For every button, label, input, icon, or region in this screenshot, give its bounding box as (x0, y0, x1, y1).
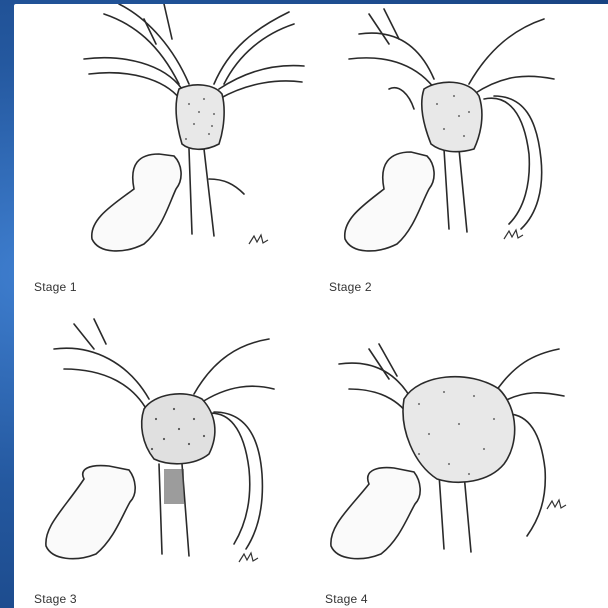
artist-signature (239, 553, 258, 562)
artist-signature (249, 235, 268, 244)
stage-4-illustration (319, 304, 608, 584)
stage-3-label: Stage 3 (34, 592, 77, 606)
stage-4-label: Stage 4 (325, 592, 368, 606)
stage-2-label: Stage 2 (329, 280, 372, 294)
stage-3-illustration (34, 304, 324, 584)
stage-3-panel: Stage 3 (34, 304, 324, 604)
stage-4-panel: Stage 4 (319, 304, 608, 604)
stage-1-panel: Stage 1 (64, 4, 354, 304)
artist-signature (547, 500, 566, 509)
stage-2-panel: Stage 2 (319, 4, 608, 304)
stage-2-illustration (319, 4, 608, 284)
stage-1-illustration (64, 4, 354, 284)
illustration-sheet: Stage 1 Stage 2 (14, 4, 608, 608)
stage-1-label: Stage 1 (34, 280, 77, 294)
artist-signature (504, 230, 523, 239)
